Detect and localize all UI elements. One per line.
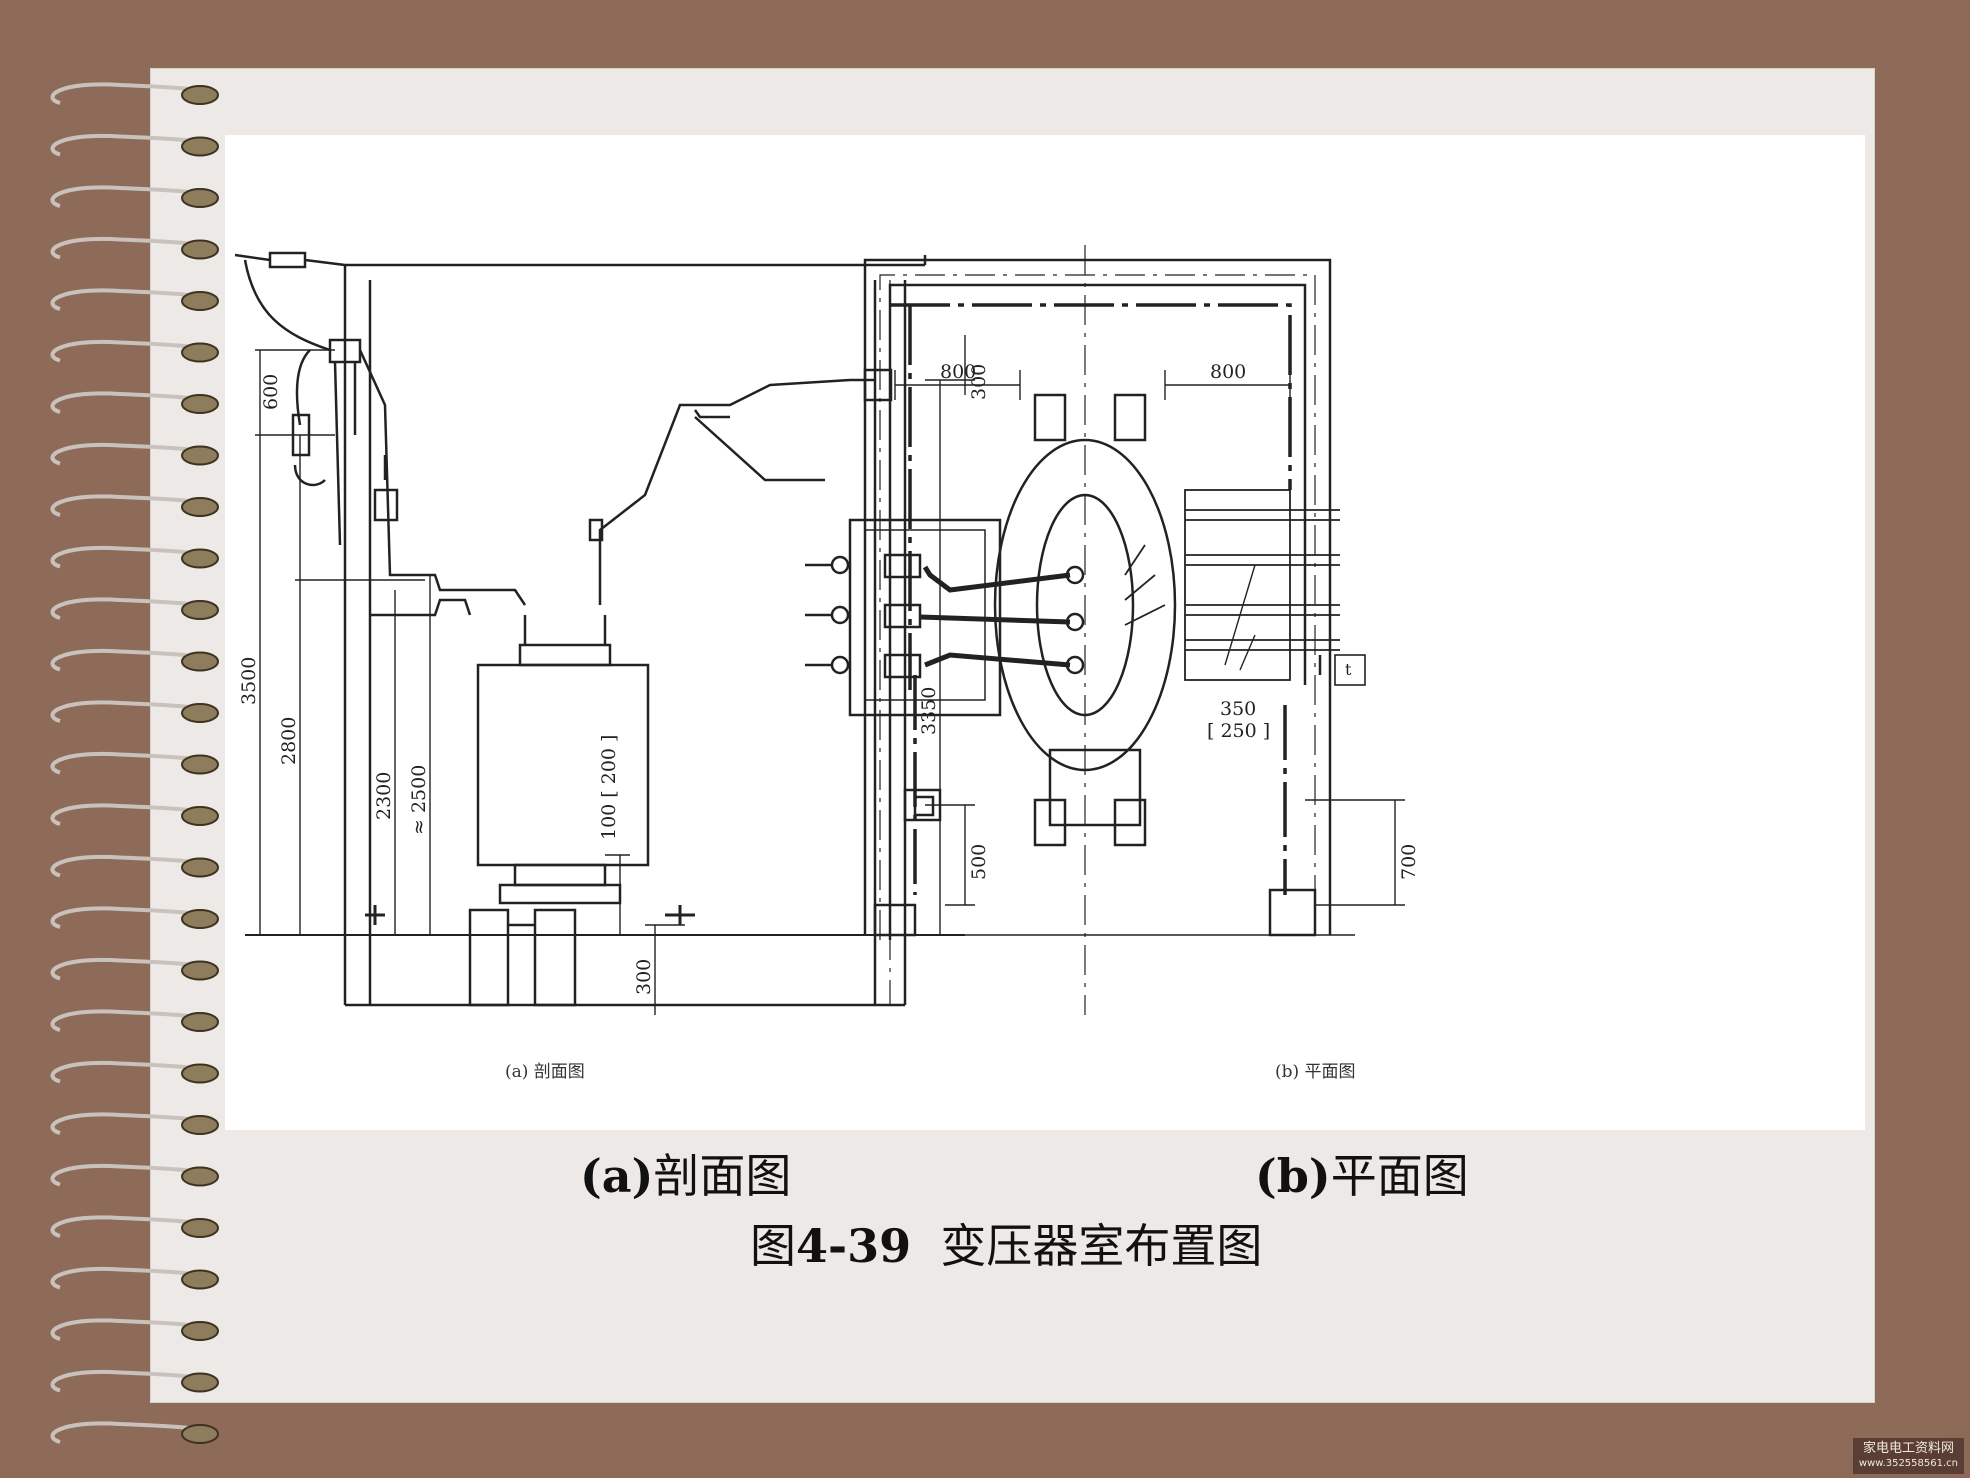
figure-title-prefix: 图 bbox=[750, 1219, 796, 1273]
dimension-labels-a: 600 300 3500 2800 2300 ≈ 2500 100 [ 200 … bbox=[238, 364, 990, 995]
binding-hole bbox=[181, 600, 219, 620]
binding-hole bbox=[181, 1218, 219, 1238]
binding-hole bbox=[181, 1115, 219, 1135]
watermark-line-2: www.352558561.cn bbox=[1858, 1458, 1958, 1469]
figure-title-text: 变压器室布置图 bbox=[940, 1219, 1263, 1273]
binding-hole bbox=[181, 291, 219, 311]
watermark-line-1: 家电电工资料网 bbox=[1862, 1441, 1954, 1456]
binding-hole bbox=[181, 188, 219, 208]
binding-hole bbox=[181, 960, 219, 981]
figure-number: 4-39 bbox=[796, 1219, 912, 1273]
binding-hole bbox=[181, 1321, 219, 1341]
binding-hole bbox=[181, 1012, 219, 1032]
binding-hole bbox=[181, 394, 219, 414]
binding-hole bbox=[181, 136, 219, 157]
dimension-labels-b: 800 800 350 [ 250 ] 500 700 t bbox=[940, 361, 1420, 880]
binding-hole bbox=[181, 342, 219, 363]
dim-600: 600 bbox=[260, 374, 282, 410]
sub-caption-a: (a) 剖面图 bbox=[505, 1062, 585, 1082]
figure-title: 图4-39 变压器室布置图 bbox=[750, 1210, 1262, 1276]
caption-a: (a)剖面图 bbox=[580, 1140, 791, 1206]
dim-3350: 3350 bbox=[918, 687, 940, 735]
binding-hole bbox=[181, 1424, 219, 1444]
dim-500: 500 bbox=[968, 844, 990, 880]
plan-view-b bbox=[805, 245, 1366, 1015]
spiral-binding bbox=[50, 82, 219, 1444]
caption-b-text: 平面图 bbox=[1330, 1149, 1469, 1203]
sub-caption-b: (b) 平面图 bbox=[1275, 1062, 1356, 1082]
dim-800-right: 800 bbox=[1210, 361, 1246, 383]
binding-hole bbox=[181, 1166, 219, 1187]
section-view-a bbox=[234, 251, 965, 1007]
binding-hole bbox=[181, 703, 219, 723]
binding-hole bbox=[181, 651, 219, 672]
transformer-room-drawing: 600 300 3500 2800 2300 ≈ 2500 100 [ 200 … bbox=[234, 245, 1420, 1082]
dim-350: 350 bbox=[1220, 698, 1256, 720]
binding-hole bbox=[181, 1372, 219, 1393]
caption-a-text: 剖面图 bbox=[653, 1149, 792, 1203]
dimension-lines-a bbox=[255, 335, 975, 1015]
binding-hole bbox=[181, 497, 219, 517]
dim-3500: 3500 bbox=[238, 657, 260, 705]
watermark-badge: 家电电工资料网 www.352558561.cn bbox=[1852, 1438, 1964, 1474]
caption-a-label: (a) bbox=[580, 1149, 654, 1203]
dim-300-bottom: 300 bbox=[633, 959, 655, 995]
dim-250: [ 250 ] bbox=[1207, 720, 1270, 742]
binding-hole bbox=[181, 1063, 219, 1084]
dim-100-200: 100 [ 200 ] bbox=[598, 735, 620, 840]
caption-b-label: (b) bbox=[1255, 1149, 1331, 1203]
binding-hole bbox=[181, 1269, 219, 1290]
dim-2800: 2800 bbox=[278, 717, 300, 765]
dim-2300: 2300 bbox=[373, 772, 395, 820]
binding-hole bbox=[181, 857, 219, 878]
dim-2500: ≈ 2500 bbox=[408, 765, 430, 835]
binding-hole bbox=[181, 445, 219, 466]
binding-hole bbox=[181, 239, 219, 260]
binding-hole bbox=[181, 806, 219, 826]
binding-hole bbox=[181, 548, 219, 569]
dim-300-top: 300 bbox=[968, 364, 990, 400]
dimension-lines-b bbox=[894, 370, 1405, 906]
drawing-panel: 600 300 3500 2800 2300 ≈ 2500 100 [ 200 … bbox=[225, 135, 1865, 1130]
binding-hole bbox=[181, 85, 219, 105]
caption-b: (b)平面图 bbox=[1255, 1140, 1469, 1206]
dim-800-left: 800 bbox=[940, 361, 976, 383]
binding-hole bbox=[181, 909, 219, 929]
tag-t: t bbox=[1345, 660, 1352, 679]
dim-700: 700 bbox=[1398, 844, 1420, 880]
binding-hole bbox=[181, 754, 219, 775]
